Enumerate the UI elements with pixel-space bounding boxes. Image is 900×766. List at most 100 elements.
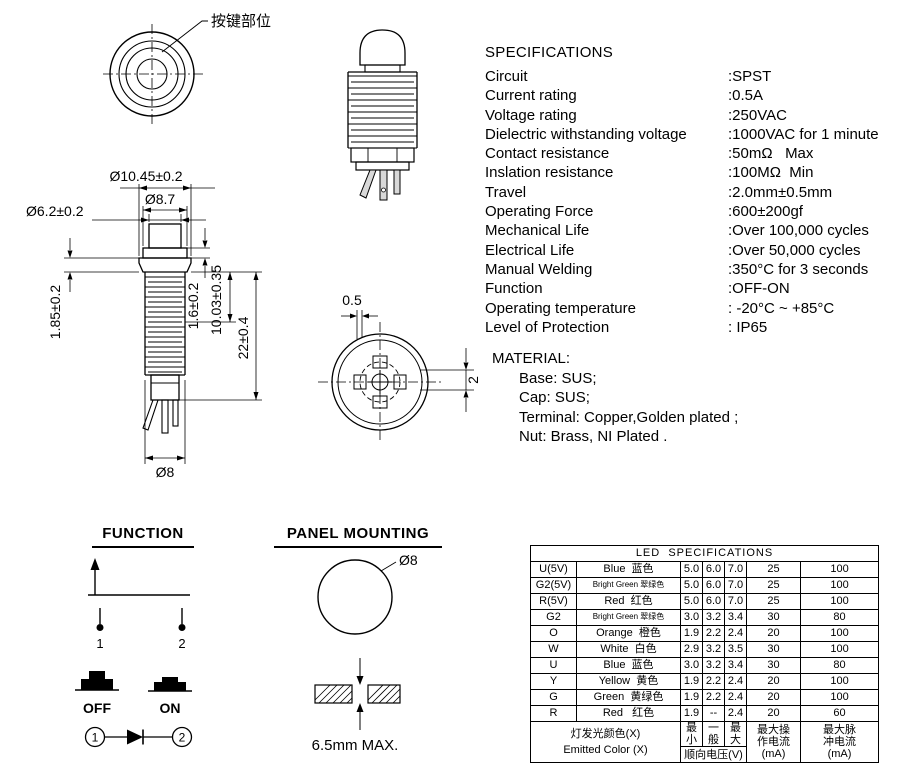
led-footer-row-2: 顺向电压(V) xyxy=(531,746,879,764)
led-row: R Red 红色 1.9 -- 2.4 20 60 xyxy=(530,705,880,722)
terminal-dot-1 xyxy=(96,624,104,631)
arrowhead xyxy=(253,272,259,280)
leader-line xyxy=(161,20,208,53)
dome-cap-outline xyxy=(359,29,406,66)
led-row: O Orange 橙色 1.9 2.2 2.4 20 100 xyxy=(530,625,880,642)
spec-value: :Over 100,000 cycles xyxy=(728,222,869,240)
led-code: W xyxy=(530,641,577,658)
led-footer-row-1: 灯发光颜色(X) Emitted Color (X) 最小 一般 最大 最大操 … xyxy=(530,720,880,764)
spec-label: Operating Force xyxy=(485,203,594,221)
bottom-view-drawing: 0.5 2 xyxy=(318,292,481,442)
led-code: U(5V) xyxy=(530,561,577,578)
footer-op-l1: 最大操 xyxy=(757,723,790,736)
material-title: MATERIAL: xyxy=(492,350,571,367)
terminal-label-1: 1 xyxy=(96,636,103,651)
led-vtyp: 3.2 xyxy=(702,609,725,626)
terminal-pin-center xyxy=(379,169,388,201)
thread-lines xyxy=(348,75,417,149)
hole-dim-label: Ø8 xyxy=(399,552,418,568)
led-specs-table: LED SPECIFICATIONS U(5V) Blue 蓝色 5.0 6.0… xyxy=(529,545,880,764)
emitted-color-cell: 灯发光颜色(X) Emitted Color (X) xyxy=(530,720,681,764)
led-color: Blue 蓝色 xyxy=(576,561,681,578)
arrowhead xyxy=(227,272,233,280)
spec-row: Mechanical Life :Over 100,000 cycles xyxy=(485,222,899,241)
dim-d62: Ø6.2±0.2 xyxy=(26,203,84,219)
led-vmax: 2.4 xyxy=(724,673,747,690)
spec-label: Travel xyxy=(485,183,527,201)
flange-outline xyxy=(138,257,192,273)
terminal-pin-angled xyxy=(359,169,377,199)
bezel-circle xyxy=(125,47,179,101)
led-code: R xyxy=(530,705,577,722)
circled-2-label: 2 xyxy=(179,731,186,745)
footer-voltage: 顺向电压(V) xyxy=(680,746,747,764)
spec-row: Operating Force:600±200gf xyxy=(485,203,899,222)
spec-label: Dielectric withstanding voltage xyxy=(485,125,687,143)
led-table-title: LED SPECIFICATIONS xyxy=(529,545,880,562)
spec-value: : -20°C ~ +85°C xyxy=(728,299,835,317)
led-ipulse: 80 xyxy=(799,657,880,674)
terminal-tab-bottom xyxy=(372,395,388,409)
hatch-lines-right xyxy=(367,684,401,704)
plunger-outline xyxy=(148,223,182,249)
off-button-icon xyxy=(89,671,105,679)
terminal-tab-top xyxy=(372,355,388,369)
spec-row: Dielectric withstanding voltage:1000VAC … xyxy=(485,126,899,145)
circled-terminal-2 xyxy=(171,726,193,748)
spec-label: Circuit xyxy=(485,68,528,85)
led-vmin: 1.9 xyxy=(680,689,703,706)
thread-body-outline xyxy=(144,272,186,376)
led-code: U xyxy=(530,657,577,674)
ring-circle xyxy=(118,40,186,108)
outer-circle xyxy=(109,31,195,117)
on-button-icon xyxy=(162,677,178,682)
terminal-pin-right xyxy=(172,399,179,427)
spec-row: Circuit:SPST xyxy=(485,68,899,87)
spec-label: Current rating xyxy=(485,87,577,105)
footer-op-current: 最大操 作电流 (mA) xyxy=(746,720,801,764)
led-row: W White 白色 2.9 3.2 3.5 30 100 xyxy=(530,641,880,658)
led-iop: 25 xyxy=(746,577,801,594)
footer-max: 最大 xyxy=(724,720,747,748)
terminal-pin-center xyxy=(161,399,169,434)
led-vmin: 3.0 xyxy=(680,609,703,626)
led-vmin: 3.0 xyxy=(680,657,703,674)
terminal-tab-right xyxy=(393,374,407,390)
spec-label: Mechanical Life xyxy=(485,222,590,240)
emitted-color-en: Emitted Color (X) xyxy=(563,744,648,757)
spec-label: Inslation resistance xyxy=(485,164,614,182)
thread-lines xyxy=(145,276,185,373)
footer-pulse-l3: (mA) xyxy=(827,748,852,761)
led-row: G Green 黄绿色 1.9 2.2 2.4 20 100 xyxy=(530,689,880,706)
led-vmin: 2.9 xyxy=(680,641,703,658)
arrowhead xyxy=(356,703,364,712)
spec-row: Inslation resistance:100MΩ Min xyxy=(485,164,899,183)
material-block: MATERIAL: Base: SUS; Cap: SUS; Terminal:… xyxy=(492,349,892,447)
material-line: Nut: Brass, NI Plated . xyxy=(519,428,668,445)
arrowhead xyxy=(183,185,191,191)
inner-circle xyxy=(337,339,423,425)
circled-1-label: 1 xyxy=(92,731,99,745)
led-vtyp: -- xyxy=(702,705,725,722)
led-vtyp: 6.0 xyxy=(702,577,725,594)
spec-row: Travel:2.0mm±0.5mm xyxy=(485,184,899,203)
arrowhead xyxy=(139,185,147,191)
led-vmax: 3.4 xyxy=(724,657,747,674)
spec-label: Manual Welding xyxy=(485,260,593,278)
footer-pulse-l2: 冲电流 xyxy=(823,736,856,749)
terminal-label-2: 2 xyxy=(178,636,185,651)
led-ipulse: 100 xyxy=(799,577,880,594)
terminal-pitch-circle xyxy=(359,361,401,403)
arrowhead xyxy=(179,207,187,213)
led-vmin: 5.0 xyxy=(680,577,703,594)
arrowhead xyxy=(227,314,233,322)
function-title: FUNCTION xyxy=(92,525,194,548)
led-vmax: 7.0 xyxy=(724,561,747,578)
dim-front-05: 0.5 xyxy=(342,292,362,308)
led-diode-icon xyxy=(127,729,143,745)
footer-typ: 一般 xyxy=(702,720,725,748)
spec-row: Function:OFF-ON xyxy=(485,280,899,299)
footer-pulse-current: 最大脉 冲电流 (mA) xyxy=(799,720,880,764)
arrowhead xyxy=(177,455,185,461)
